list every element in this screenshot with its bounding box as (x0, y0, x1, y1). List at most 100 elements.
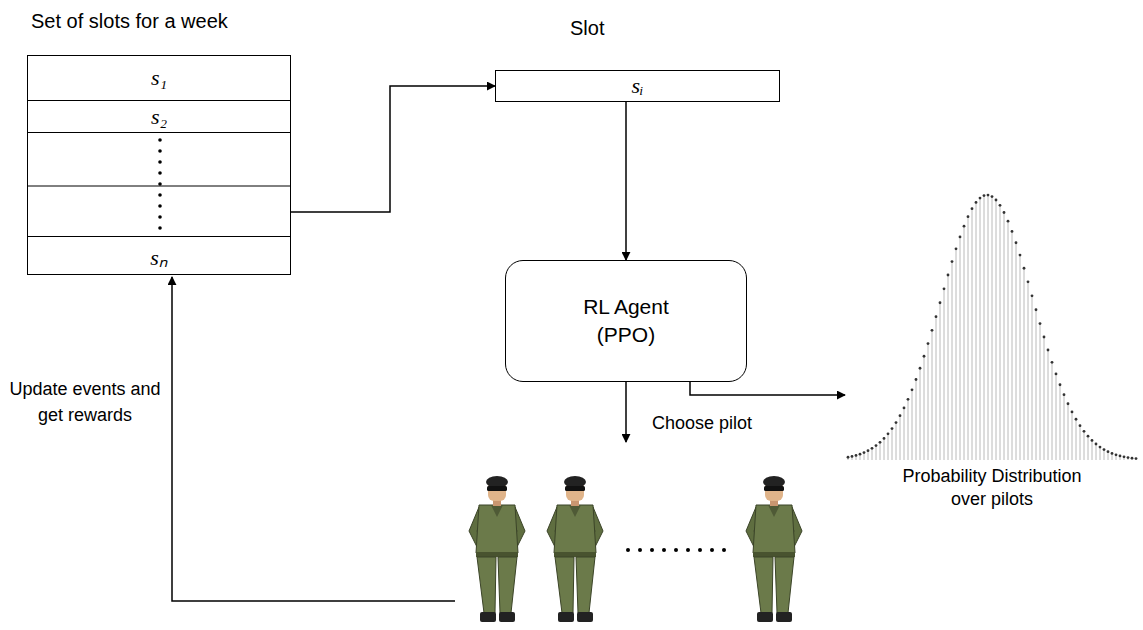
stem (1084, 431, 1085, 460)
stem-dot (943, 287, 946, 290)
stem-dot (975, 201, 978, 204)
stem (1012, 231, 1013, 460)
stem-dot (1083, 430, 1086, 433)
stem-dot (939, 301, 942, 304)
stem (960, 237, 961, 460)
stem-dot (955, 247, 958, 250)
dot (674, 548, 678, 552)
stem (988, 195, 989, 460)
stem-dot (963, 225, 966, 228)
stem (1072, 412, 1073, 460)
stem-dot (847, 456, 850, 459)
slot-row: s₁ (28, 56, 290, 101)
stem-dot (911, 388, 914, 391)
stem-dot (1123, 455, 1126, 458)
flow-arrow (690, 382, 845, 395)
dot (158, 215, 162, 219)
stem-dot (1075, 418, 1078, 421)
stem (1000, 205, 1001, 460)
stem (964, 226, 965, 460)
stem (924, 356, 925, 460)
stem (916, 379, 917, 460)
stem (948, 275, 949, 460)
stem-dot (1051, 361, 1054, 364)
stem (1044, 337, 1045, 460)
node-text: sᵢ (631, 73, 643, 99)
stem (888, 434, 889, 460)
dot (662, 548, 666, 552)
stem-dot (923, 355, 926, 358)
distribution: Probability Distribution over pilots (845, 185, 1140, 515)
stem-dot (959, 236, 962, 239)
stem-dot (991, 195, 994, 198)
annotation-label: Update events and get rewards (6, 376, 164, 428)
dot (650, 548, 654, 552)
table-row-line (27, 186, 291, 187)
stem (1064, 395, 1065, 460)
stem-dot (927, 342, 930, 345)
stem (1076, 419, 1077, 460)
node-text: s₁ (151, 65, 167, 91)
stem-dot (887, 432, 890, 435)
dot (158, 182, 162, 186)
stem-dot (1003, 211, 1006, 214)
dot (158, 171, 162, 175)
dot (158, 149, 162, 153)
dot (158, 160, 162, 164)
annotation-label: Choose pilot (652, 413, 752, 434)
stem (1060, 385, 1061, 460)
stem-dot (1079, 424, 1082, 427)
stem-dot (1023, 267, 1026, 270)
stem (896, 423, 897, 460)
node-text: s₂ (151, 104, 167, 130)
stem-dot (1095, 443, 1098, 446)
pilot-figure (746, 476, 802, 622)
stem (1032, 296, 1033, 460)
stem-dot (891, 427, 894, 430)
stem-dot (1059, 383, 1062, 386)
stem-dot (971, 207, 974, 210)
stem-dot (867, 449, 870, 452)
stem-dot (1055, 373, 1058, 376)
stem-dot (855, 454, 858, 457)
stem (912, 390, 913, 460)
stem (1048, 350, 1049, 460)
stem-dot (1099, 446, 1102, 449)
stem-dot (983, 194, 986, 197)
vertical-dots (158, 138, 162, 230)
pilot-figure (547, 476, 603, 622)
stem-dot (951, 260, 954, 263)
slot-row: sₙ (28, 236, 290, 274)
stem-dot (1103, 448, 1106, 451)
stem (928, 344, 929, 460)
stem-dot (1011, 230, 1014, 233)
stem-dot (987, 194, 990, 197)
node-heading: Probability Distribution over pilots (892, 465, 1092, 512)
dot (158, 138, 162, 142)
stem (956, 249, 957, 460)
stem-dot (863, 451, 866, 454)
stem-dot (1115, 453, 1118, 456)
stem (952, 262, 953, 460)
stem (1024, 268, 1025, 460)
stem (1016, 243, 1017, 460)
stem-dot (967, 215, 970, 218)
stem-dot (947, 274, 950, 277)
stem-dot (1107, 450, 1110, 453)
dot (686, 548, 690, 552)
stem (1080, 426, 1081, 460)
stem (976, 202, 977, 460)
slot-table: s₁s₂sₙSet of slots for a week (27, 55, 291, 275)
dot (710, 548, 714, 552)
stem-dot (851, 455, 854, 458)
stem (992, 197, 993, 460)
dot (722, 548, 726, 552)
stem-dot (1127, 456, 1130, 459)
dot (698, 548, 702, 552)
stem (980, 198, 981, 460)
node-heading: Set of slots for a week (31, 10, 228, 33)
